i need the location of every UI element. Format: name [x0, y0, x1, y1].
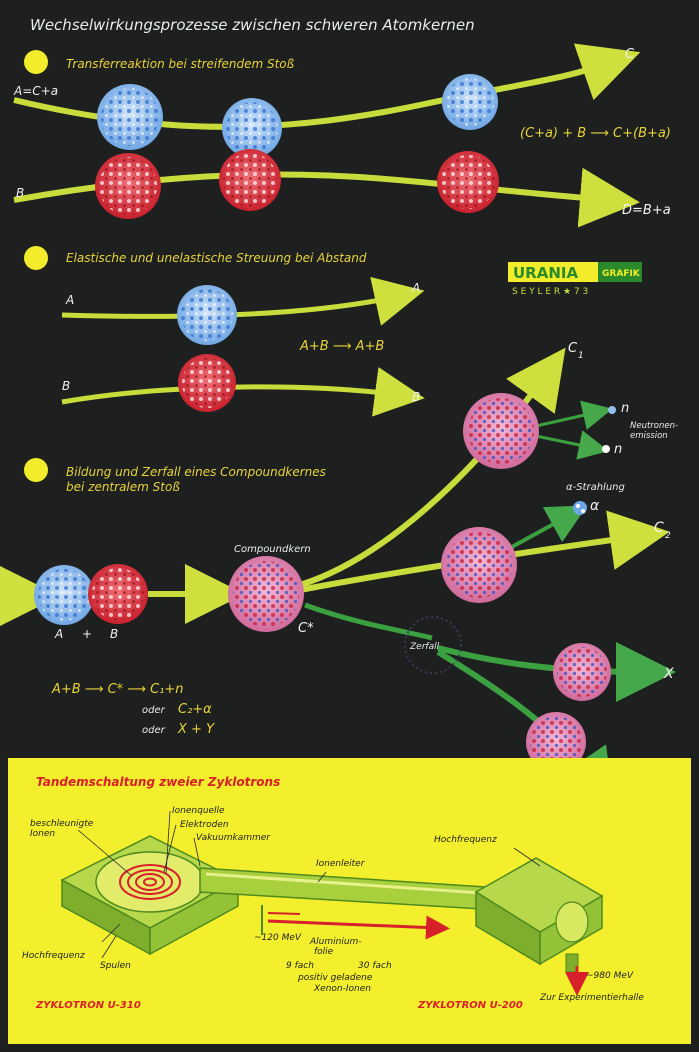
compound-nucleus	[228, 556, 304, 632]
cyclotron-u200	[474, 857, 604, 973]
section1-heading: Transferreaktion bei streifendem Stoß	[66, 57, 295, 71]
compound-equation-line2: C₂+α	[178, 702, 212, 717]
ionenquelle-label: Ionenquelle	[172, 806, 225, 816]
mev120-label: ~120 MeV	[254, 933, 302, 943]
label-a-out: A	[411, 281, 420, 295]
x-label: X	[663, 666, 674, 682]
neutron-arrow-2	[535, 430, 609, 460]
compound-equation-line1: A+B ⟶ C* ⟶ C₁+n	[51, 682, 184, 697]
alpha-label: α	[590, 498, 600, 514]
hochfrequenz-right-label: Hochfrequenz	[434, 835, 497, 845]
c1-subscript: 1	[578, 351, 584, 361]
compoundkern-label: Compoundkern	[234, 544, 311, 555]
fragment-nucleus	[526, 712, 586, 772]
label-b: B	[16, 186, 24, 200]
ion-beam-arrow	[267, 915, 450, 940]
nucleus-red	[437, 151, 499, 213]
nucleus-blue	[442, 74, 498, 130]
path-to-zerfall	[304, 602, 433, 641]
zyklotron-u200-label: ZYKLOTRON U-200	[417, 1000, 523, 1011]
poster-title: Wechselwirkungsprozesse zwischen schwere…	[30, 16, 475, 34]
c1-label: C	[568, 341, 578, 356]
experimentierhalle-label: Zur Experimentierhalle	[539, 993, 644, 1003]
alpha-radiation-label: α-Strahlung	[566, 482, 625, 493]
nucleus-blue	[34, 565, 94, 625]
label-a-in: A	[65, 293, 74, 307]
neutron-arrow-1	[535, 400, 613, 430]
alpha-arrow	[509, 505, 588, 550]
fragment-nucleus	[553, 643, 611, 701]
scatter-equation: A+B ⟶ A+B	[299, 339, 384, 354]
aluminium-label-1: Aluminium-	[309, 937, 362, 947]
nucleus-blue	[177, 285, 237, 345]
nucleus-red	[178, 354, 236, 412]
c2-subscript: 2	[665, 531, 671, 541]
thirty-fach-label: 30 fach	[358, 961, 392, 971]
alpha-particle	[573, 501, 587, 515]
nucleus-red	[88, 564, 148, 624]
beschleunigte-label-1: beschleunigte	[30, 819, 94, 829]
path-to-x	[437, 641, 676, 702]
beschleunigte-label-2: Ionen	[30, 829, 55, 839]
xenon-label: Xenon-Ionen	[313, 984, 371, 994]
urania-logo-tag: GRAFIK	[602, 269, 641, 279]
neutron-emission-line2: emission	[630, 431, 668, 441]
spulen-label: Spulen	[100, 961, 131, 971]
label-d: D=B+a	[622, 203, 671, 218]
nucleus-blue	[97, 84, 163, 150]
zerfall-ring	[404, 616, 462, 674]
path-to-c2	[299, 510, 670, 593]
artist-signature: S E Y L E R ★ 7 3	[512, 287, 588, 297]
ionenleiter-label: Ionenleiter	[316, 859, 366, 869]
nucleus-red	[219, 149, 281, 211]
positiv-label: positiv geladene	[297, 973, 373, 983]
label-b-out: B	[412, 390, 420, 404]
label-a: A	[54, 627, 63, 641]
oder-label: oder	[142, 705, 166, 716]
label-b: B	[110, 627, 118, 641]
label-plus: +	[82, 627, 92, 641]
nine-fach-label: 9 fach	[286, 961, 314, 971]
nucleus-red	[95, 153, 161, 219]
oder-label: oder	[142, 725, 166, 736]
label-c: C	[625, 47, 635, 62]
section3-heading-line1: Bildung und Zerfall eines Compoundkernes	[66, 465, 326, 479]
neutron-particle	[602, 445, 610, 453]
section3-heading-line2: bei zentralem Stoß	[66, 480, 180, 494]
section-marker-dot	[24, 246, 48, 270]
compound-equation-line3: X + Y	[177, 722, 215, 737]
nucleus-blue	[222, 98, 282, 158]
c-star-label: C*	[298, 621, 314, 636]
neutron-label: n	[614, 442, 622, 457]
section-marker-dot	[24, 50, 48, 74]
section2-heading: Elastische und unelastische Streuung bei…	[66, 251, 367, 265]
label-a-equals: A=C+a	[13, 84, 58, 98]
zerfall-label: Zerfall	[409, 642, 440, 652]
aluminium-label-2: folie	[314, 947, 334, 957]
neutron-label: n	[621, 401, 629, 416]
label-b-in: B	[62, 379, 70, 393]
compound-nucleus	[441, 527, 517, 603]
elektroden-label: Elektroden	[180, 820, 229, 830]
neutron-particle	[608, 406, 616, 414]
neutron-emission-line1: Neutronen-	[630, 421, 678, 431]
vakuumkammer-label: Vakuumkammer	[196, 833, 271, 843]
hochfrequenz-left-label: Hochfrequenz	[22, 951, 85, 961]
transfer-equation: (C+a) + B ⟶ C+(B+a)	[520, 126, 671, 141]
zyklotron-u310-label: ZYKLOTRON U-310	[35, 1000, 141, 1011]
panel-title: Tandemschaltung zweier Zyklotrons	[36, 775, 280, 789]
section-marker-dot	[24, 458, 48, 482]
compound-nucleus	[463, 393, 539, 469]
c2-label: C	[654, 520, 664, 536]
cyclotron-u310	[60, 835, 240, 956]
urania-logo-word: URANIA	[513, 264, 578, 282]
mev980-label: ~980 MeV	[586, 971, 634, 981]
